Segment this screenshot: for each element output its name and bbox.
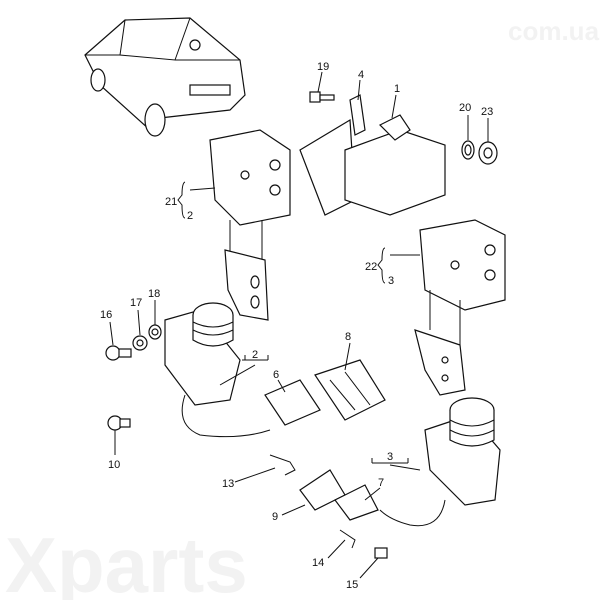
callout-2-lock: 2 [187,210,193,222]
callout-2-actuator: 2 [252,349,258,361]
callout-13: 13 [222,478,234,490]
callout-labels: 19 4 1 20 23 21 2 22 3 16 17 18 8 2 6 10… [100,61,493,591]
leader-lines [109,71,489,579]
callout-8: 8 [345,331,351,343]
door-lock-22 [414,219,506,396]
callout-23: 23 [481,106,493,118]
washer-20 [461,140,475,160]
control-unit-1 [299,94,446,216]
callout-3-actuator: 3 [387,451,393,463]
washer-18 [148,324,162,340]
callout-17: 17 [130,297,142,309]
callout-15: 15 [346,579,358,591]
callout-7: 7 [378,477,384,489]
nut-23 [478,141,498,165]
callout-18: 18 [148,288,160,300]
callout-16: 16 [100,309,112,321]
plug-15 [374,547,388,559]
door-lock-21 [209,129,291,321]
connector-8 [314,359,386,421]
screw-10 [107,415,131,431]
actuator-3 [379,397,501,527]
watermark-brand: Xparts [5,521,248,600]
callout-1: 1 [394,83,400,95]
bolt-19 [309,91,335,103]
nut-17 [132,335,148,351]
connector-7 [334,484,379,521]
watermark-domain: com.ua [508,16,600,46]
callout-4: 4 [358,69,364,81]
callout-6: 6 [273,369,279,381]
callout-20: 20 [459,102,471,114]
callout-22: 22 [365,261,377,273]
clip-14 [339,529,356,549]
screw-16 [105,345,132,361]
connector-6 [264,379,321,426]
callout-9: 9 [272,511,278,523]
callout-19: 19 [317,61,329,73]
car-illustration [84,17,246,137]
clip-13 [269,454,296,476]
callout-21: 21 [165,196,177,208]
actuator-2 [164,302,271,438]
watermark: Xparts com.ua [5,16,600,600]
callout-14: 14 [312,557,324,569]
callout-3-lock: 3 [388,275,394,287]
callout-10: 10 [108,459,120,471]
